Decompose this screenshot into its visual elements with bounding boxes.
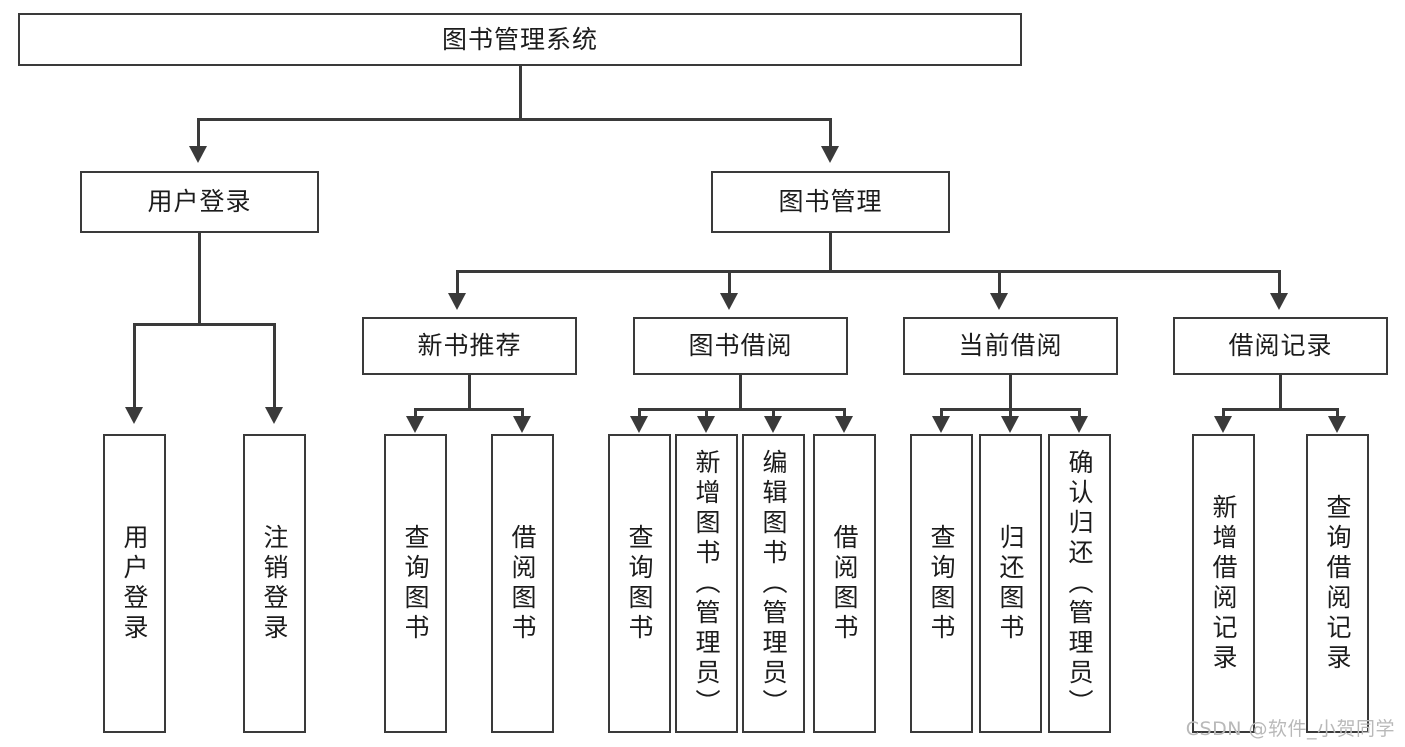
connector-new-book-rec-drop-1 — [414, 408, 417, 416]
node-label: 归还图书 — [996, 523, 1025, 644]
connector-book-borrow-bus — [638, 408, 846, 411]
connector-book-borrow-drop-1 — [638, 408, 641, 416]
connector-current-borrow-drop-2 — [1009, 408, 1012, 416]
connector-borrow-record-bus — [1222, 408, 1339, 411]
node-label: 用户登录 — [147, 187, 252, 217]
node-leaf-borrow-query-book[interactable]: 查询图书 — [608, 434, 671, 733]
node-leaf-borrow-edit-book[interactable]: 编辑图书（管理员） — [742, 434, 805, 733]
connector-new-book-rec-drop-2 — [521, 408, 524, 416]
arrow-to-leaf-cur-query-book — [932, 416, 950, 433]
connector-borrow-record-drop-1 — [1222, 408, 1225, 416]
connector-root-stem — [519, 66, 522, 118]
node-label: 查询图书 — [401, 523, 430, 644]
arrow-to-leaf-borrow-edit-book — [764, 416, 782, 433]
node-leaf-rec-query-record[interactable]: 查询借阅记录 — [1306, 434, 1369, 733]
connector-root-drop-right — [829, 118, 832, 146]
connector-book-admin-drop-4 — [1278, 270, 1281, 293]
connector-user-login-bus — [133, 323, 276, 326]
connector-book-admin-drop-2 — [728, 270, 731, 293]
connector-current-borrow-stem — [1009, 375, 1012, 408]
connector-new-book-rec-bus — [414, 408, 524, 411]
connector-book-borrow-drop-3 — [772, 408, 775, 416]
node-label: 图书借阅 — [688, 331, 793, 361]
arrow-to-leaf-rec-query-book — [406, 416, 424, 433]
arrow-to-leaf-user-login — [125, 407, 143, 424]
node-new-book-recommend[interactable]: 新书推荐 — [362, 317, 577, 375]
arrow-to-current-borrow — [990, 293, 1008, 310]
connector-root-drop-left — [197, 118, 200, 146]
arrow-to-new-book-rec — [448, 293, 466, 310]
connector-book-borrow-stem — [739, 375, 742, 408]
connector-book-borrow-drop-4 — [843, 408, 846, 416]
node-user-login[interactable]: 用户登录 — [80, 171, 319, 233]
node-label: 查询图书 — [927, 523, 956, 644]
connector-current-borrow-drop-1 — [940, 408, 943, 416]
connector-book-admin-bus — [456, 270, 1281, 273]
connector-book-borrow-drop-2 — [705, 408, 708, 416]
node-leaf-cur-query-book[interactable]: 查询图书 — [910, 434, 973, 733]
node-leaf-borrow-borrow-book[interactable]: 借阅图书 — [813, 434, 876, 733]
arrow-to-leaf-borrow-add-book — [697, 416, 715, 433]
node-book-admin[interactable]: 图书管理 — [711, 171, 950, 233]
connector-borrow-record-stem — [1279, 375, 1282, 408]
connector-user-login-stem — [198, 233, 201, 323]
node-label: 查询借阅记录 — [1323, 493, 1352, 674]
node-current-borrow[interactable]: 当前借阅 — [903, 317, 1118, 375]
arrow-to-leaf-user-logout — [265, 407, 283, 424]
arrow-to-leaf-rec-query-record — [1328, 416, 1346, 433]
connector-borrow-record-drop-2 — [1336, 408, 1339, 416]
node-label: 确认归还（管理员） — [1065, 448, 1094, 719]
node-label: 当前借阅 — [958, 331, 1063, 361]
node-label: 借阅图书 — [508, 523, 537, 644]
node-leaf-cur-return-book[interactable]: 归还图书 — [979, 434, 1042, 733]
node-label: 图书管理系统 — [441, 24, 598, 54]
csdn-watermark: CSDN @软件_小贺同学 — [1185, 718, 1395, 740]
arrow-to-leaf-cur-return-book — [1001, 416, 1019, 433]
node-leaf-user-logout[interactable]: 注销登录 — [243, 434, 306, 733]
connector-book-admin-drop-1 — [456, 270, 459, 293]
node-label: 注销登录 — [260, 523, 289, 644]
connector-user-login-drop-2 — [273, 323, 276, 407]
connector-root-bus — [197, 118, 832, 121]
arrow-to-user-login — [189, 146, 207, 163]
node-leaf-rec-query-book[interactable]: 查询图书 — [384, 434, 447, 733]
node-label: 图书管理 — [778, 187, 883, 217]
node-label: 新增借阅记录 — [1209, 493, 1238, 674]
node-leaf-user-login[interactable]: 用户登录 — [103, 434, 166, 733]
node-label: 用户登录 — [120, 523, 149, 644]
arrow-to-leaf-borrow-query-book — [630, 416, 648, 433]
connector-book-admin-stem — [829, 233, 832, 270]
node-leaf-rec-borrow-book[interactable]: 借阅图书 — [491, 434, 554, 733]
node-leaf-cur-confirm-return[interactable]: 确认归还（管理员） — [1048, 434, 1111, 733]
node-leaf-borrow-add-book[interactable]: 新增图书（管理员） — [675, 434, 738, 733]
node-borrow-record[interactable]: 借阅记录 — [1173, 317, 1388, 375]
node-label: 借阅记录 — [1228, 331, 1333, 361]
connector-user-login-drop-1 — [133, 323, 136, 407]
arrow-to-leaf-rec-borrow-book — [513, 416, 531, 433]
arrow-to-book-borrow — [720, 293, 738, 310]
connector-new-book-rec-stem — [468, 375, 471, 408]
arrow-to-leaf-cur-confirm-return — [1070, 416, 1088, 433]
node-root-system[interactable]: 图书管理系统 — [18, 13, 1022, 66]
connector-current-borrow-drop-3 — [1078, 408, 1081, 416]
arrow-to-book-admin — [821, 146, 839, 163]
connector-book-admin-drop-3 — [998, 270, 1001, 293]
node-book-borrow[interactable]: 图书借阅 — [633, 317, 848, 375]
node-leaf-rec-add-record[interactable]: 新增借阅记录 — [1192, 434, 1255, 733]
node-label: 编辑图书（管理员） — [759, 448, 788, 719]
node-label: 借阅图书 — [830, 523, 859, 644]
node-label: 新书推荐 — [417, 331, 522, 361]
arrow-to-borrow-record — [1270, 293, 1288, 310]
node-label: 新增图书（管理员） — [692, 448, 721, 719]
arrow-to-leaf-borrow-borrow-book — [835, 416, 853, 433]
arrow-to-leaf-rec-add-record — [1214, 416, 1232, 433]
node-label: 查询图书 — [625, 523, 654, 644]
